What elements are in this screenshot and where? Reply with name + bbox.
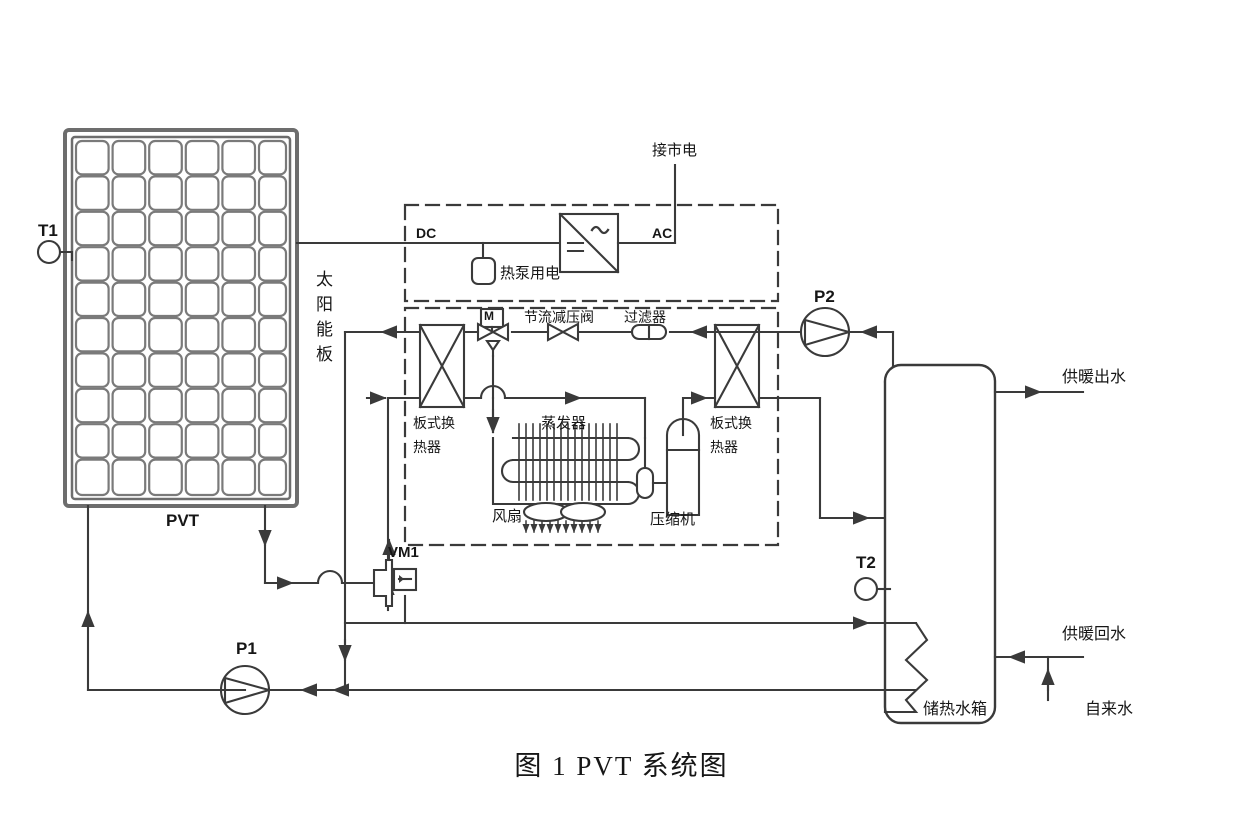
vm1-label: VM1: [388, 544, 419, 561]
heat-pump-enclosure-dashed: [403, 306, 780, 547]
plate-hx-left-label-2: 热器: [413, 439, 441, 455]
tank-internal-coil: [883, 621, 929, 714]
ac-label: AC: [652, 225, 672, 241]
plate-heat-exchanger-right-symbol: [713, 323, 761, 409]
motor-valve-label: M: [484, 309, 494, 323]
compressor-symbol: [635, 417, 701, 517]
heating-return-label: 供暖回水: [1062, 625, 1126, 643]
fan-symbol: [522, 501, 607, 533]
pump-p2-symbol: [799, 306, 853, 358]
evaporator-label: 蒸发器: [541, 415, 586, 432]
evap-branch-hop: [479, 384, 507, 400]
evap-left-return: [491, 436, 515, 506]
dc-label: DC: [416, 225, 436, 241]
figure-caption: 图 1 PVT 系统图: [514, 751, 729, 781]
solar-panel-name-label: PVT: [166, 511, 200, 530]
heat-pump-load-label: 热泵用电: [500, 265, 560, 282]
solar-panel-graphic: [63, 128, 299, 508]
compressor-label: 压缩机: [650, 511, 695, 528]
filter-symbol: [630, 323, 668, 341]
throttle-valve-label: 节流减压阀: [524, 309, 594, 325]
mains-water-label: 自来水: [1085, 700, 1133, 718]
solar-panel-side-label: 太 阳 能 板: [316, 270, 333, 364]
grid-connection-label: 接市电: [652, 142, 697, 159]
pump-p1-label: P1: [236, 639, 257, 658]
fan-label: 风扇: [492, 508, 522, 525]
sensor-t1-label: T1: [38, 221, 58, 240]
accumulator-symbol: [635, 466, 655, 500]
motorized-valve-symbol: [476, 307, 510, 358]
sensor-t2-label: T2: [856, 553, 876, 572]
svg-text:板: 板: [316, 345, 333, 364]
heating-supply-label: 供暖出水: [1062, 368, 1126, 386]
line-hop-bridge: [316, 569, 344, 585]
plate-heat-exchanger-left-symbol: [418, 323, 466, 409]
storage-tank-label: 储热水箱: [923, 700, 987, 718]
plate-hx-left-label-1: 板式换: [413, 415, 455, 431]
vm1-valve-symbol: [372, 558, 418, 608]
svg-text:能: 能: [316, 320, 333, 339]
evaporator-symbol: [491, 396, 647, 506]
storage-tank-symbol: [883, 363, 997, 725]
plate-hx-right-label-2: 热器: [710, 439, 738, 455]
svg-text:太: 太: [316, 270, 333, 289]
sensor-t2-graphic: [853, 576, 892, 602]
throttle-valve-symbol: [546, 322, 580, 342]
heat-pump-load-symbol: [470, 256, 497, 286]
electrical-enclosure-dashed: [403, 203, 780, 303]
sensor-t1-graphic: [36, 239, 74, 265]
inverter-symbol: [558, 212, 620, 274]
filter-label: 过滤器: [624, 309, 666, 325]
pump-p2-label: P2: [814, 287, 835, 306]
svg-text:阳: 阳: [316, 295, 333, 314]
plate-hx-right-label-1: 板式换: [710, 415, 752, 431]
